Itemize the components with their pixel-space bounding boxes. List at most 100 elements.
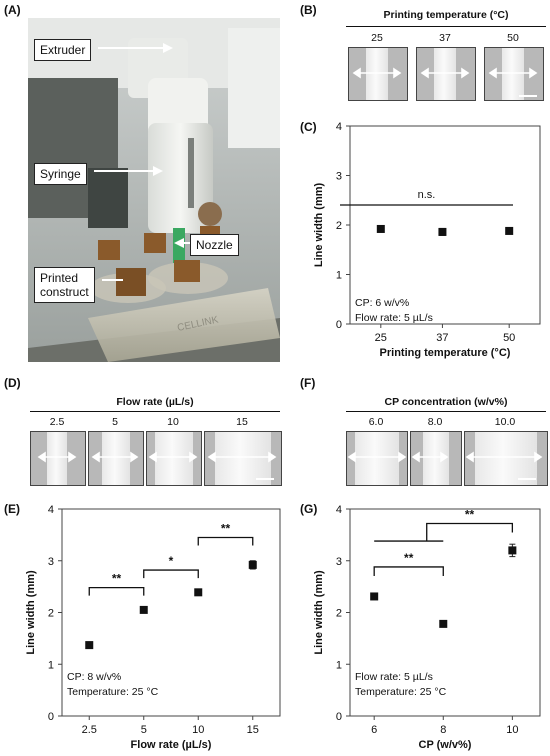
printed-construct-callout: Printed construct (34, 267, 95, 303)
data-point (376, 224, 385, 233)
syringe-callout: Syringe (34, 163, 87, 185)
y-tick-label: 0 (336, 319, 342, 331)
y-tick-label: 4 (48, 504, 54, 516)
strip-d-value-1: 2.5 (49, 416, 65, 428)
strip-d-arrows (37, 451, 277, 463)
y-axis-label: Line width (mm) (313, 570, 325, 655)
micrograph-f-6 (346, 431, 408, 486)
x-tick-label: 15 (247, 724, 259, 736)
strip-d-value-3: 10 (167, 416, 179, 428)
condition-text: Temperature: 25 °C (67, 686, 159, 698)
data-point (438, 227, 447, 236)
significance-label: ** (112, 572, 122, 586)
significance-bracket (143, 569, 199, 579)
scale-bar-f (518, 478, 536, 480)
strip-d-value-2: 5 (112, 416, 118, 428)
x-tick-label: 37 (436, 332, 448, 344)
panel-label-g: (G) (300, 502, 318, 516)
plot-frame (61, 508, 281, 717)
strip-b-title: Printing temperature (°C) (383, 9, 509, 21)
y-tick-label: 1 (336, 659, 342, 671)
x-tick-label: 8 (440, 724, 446, 736)
strip-f-value-3: 10.0 (494, 416, 516, 428)
significance-label: * (169, 554, 174, 568)
x-tick-label: 2.5 (82, 724, 97, 736)
strip-d-rule (30, 411, 280, 412)
x-tick-label: 10 (506, 724, 518, 736)
strip-f-arrows (347, 451, 543, 463)
y-tick-label: 3 (336, 556, 342, 568)
significance-bracket (373, 566, 444, 576)
x-axis-label: Flow rate (µL/s) (131, 739, 212, 751)
y-tick-label: 1 (336, 270, 342, 282)
y-tick-label: 0 (48, 711, 54, 723)
y-tick-label: 3 (48, 556, 54, 568)
strip-d-value-4: 15 (236, 416, 248, 428)
y-tick-label: 2 (336, 608, 342, 620)
strip-f-value-2: 8.0 (427, 416, 443, 428)
panel-label-f: (F) (300, 376, 316, 390)
panel-label-e: (E) (4, 502, 20, 516)
x-tick-label: 25 (375, 332, 387, 344)
panel-label-d: (D) (4, 376, 21, 390)
data-point (85, 641, 94, 650)
bioprinter-photo: CELLINK (28, 18, 280, 362)
construct-label-line1: Printed (40, 271, 79, 285)
x-tick-label: 5 (141, 724, 147, 736)
data-point (248, 560, 257, 569)
panel-label-a: (A) (4, 3, 21, 17)
significance-bracket (426, 522, 514, 542)
nozzle-callout: Nozzle (190, 234, 239, 256)
scale-bar-b (519, 95, 537, 97)
strip-b-value-3: 50 (507, 32, 519, 44)
significance-label: ** (404, 551, 414, 565)
scale-bar-d (256, 478, 274, 480)
y-tick-label: 4 (336, 504, 342, 516)
data-point (139, 605, 148, 614)
panel-label-b: (B) (300, 3, 317, 17)
y-tick-label: 2 (48, 608, 54, 620)
y-axis-label: Line width (mm) (25, 570, 37, 655)
data-point (439, 619, 448, 628)
y-tick-label: 1 (48, 659, 54, 671)
condition-text: Flow rate: 5 µL/s (355, 671, 433, 683)
y-axis-label: Line width (mm) (313, 183, 325, 268)
condition-text: Flow rate: 5 µL/s (355, 312, 433, 324)
significance-label: ** (465, 507, 475, 521)
significance-label: n.s. (418, 189, 436, 201)
x-tick-label: 50 (503, 332, 515, 344)
strip-f-value-1: 6.0 (368, 416, 384, 428)
strip-b-arrows (352, 67, 538, 79)
micrograph-d-2-5 (30, 431, 86, 486)
significance-label: ** (221, 521, 231, 535)
x-tick-label: 6 (371, 724, 377, 736)
x-tick-label: 10 (192, 724, 204, 736)
strip-b-value-1: 25 (371, 32, 383, 44)
data-point (505, 226, 514, 235)
data-point (194, 588, 203, 597)
strip-f-rule (346, 411, 546, 412)
x-axis-label: Printing temperature (°C) (380, 347, 511, 359)
significance-bracket (88, 587, 145, 596)
y-tick-label: 3 (336, 171, 342, 183)
data-point (508, 546, 517, 555)
strip-b-rule (346, 26, 546, 27)
condition-text: CP: 6 w/v% (355, 297, 409, 309)
strip-b-value-2: 37 (439, 32, 451, 44)
plot-frame (349, 508, 541, 717)
data-point (370, 592, 379, 601)
y-tick-label: 4 (336, 121, 342, 133)
significance-bracket (197, 536, 254, 546)
strip-d-title: Flow rate (µL/s) (116, 396, 194, 408)
extruder-callout: Extruder (34, 39, 92, 61)
condition-text: Temperature: 25 °C (355, 686, 447, 698)
condition-text: CP: 8 w/v% (67, 671, 121, 683)
panel-label-c: (C) (300, 120, 317, 134)
micrograph-f-10 (464, 431, 548, 486)
x-axis-label: CP (w/v%) (419, 739, 472, 751)
strip-f-title: CP concentration (w/v%) (384, 396, 508, 408)
construct-label-line2: construct (40, 285, 89, 299)
